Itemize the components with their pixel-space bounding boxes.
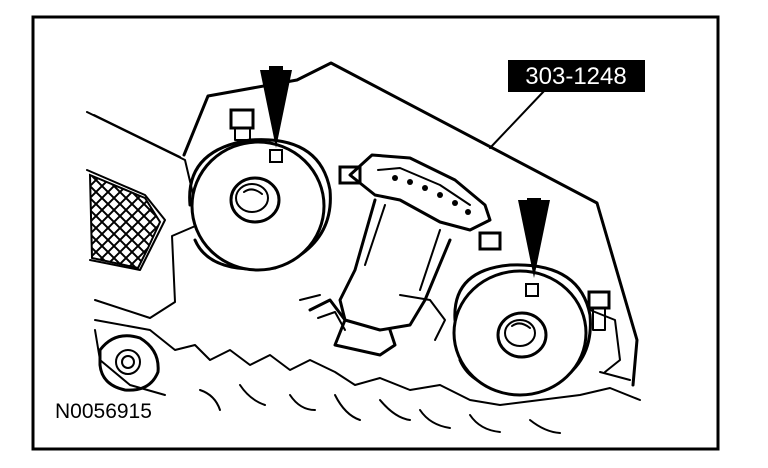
right-timing-slot bbox=[525, 283, 539, 297]
left-camshaft-sprocket bbox=[188, 138, 332, 272]
bolt-left bbox=[229, 108, 255, 141]
down-arrow-icon bbox=[260, 66, 292, 148]
tool-number-label: 303-1248 bbox=[525, 63, 626, 90]
left-timing-slot bbox=[269, 149, 283, 163]
lower-boss bbox=[98, 334, 160, 392]
tool-callout: 303-1248 bbox=[508, 60, 645, 92]
down-arrow-icon bbox=[518, 198, 550, 278]
tensioner-housing bbox=[299, 153, 492, 357]
bolt-right bbox=[478, 231, 502, 251]
engine-block bbox=[86, 108, 641, 434]
callout-leader-line bbox=[489, 89, 546, 149]
bolt-far-right bbox=[587, 290, 611, 331]
alignment-tool-outline bbox=[182, 61, 639, 387]
right-camshaft-sprocket bbox=[452, 263, 592, 397]
figure-id-label: N0056915 bbox=[55, 400, 152, 423]
hatched-region bbox=[88, 173, 162, 270]
